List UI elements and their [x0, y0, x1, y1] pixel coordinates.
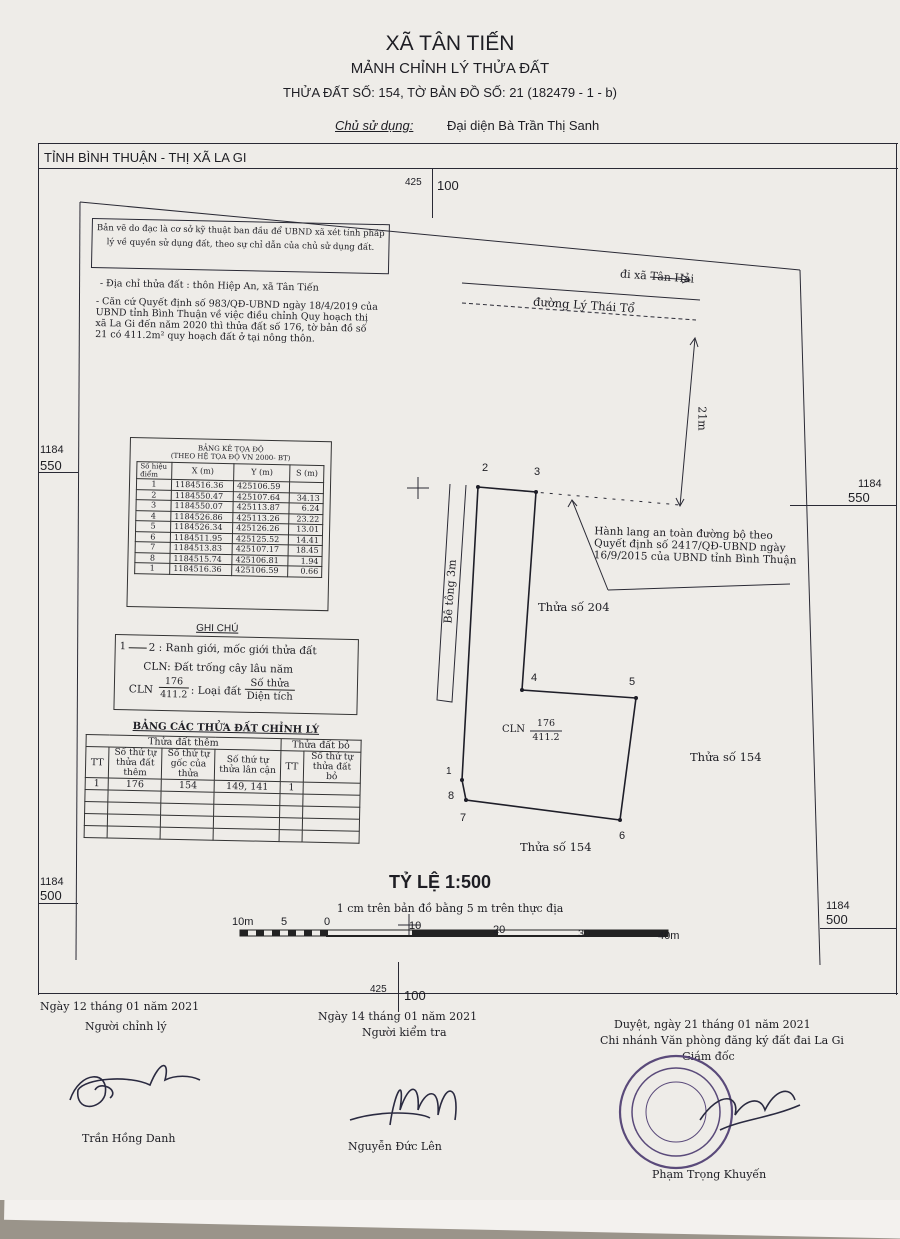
scale-title: TỶ LỆ 1:500: [388, 872, 492, 892]
point-5: 5: [629, 676, 636, 688]
grid-tick-top: [432, 168, 433, 218]
map-frame-lines: [75, 201, 821, 966]
parcel-204-label: Thửa số 204: [538, 600, 610, 614]
point-2: 2: [482, 462, 489, 474]
grid-left-lower-a: 1184: [40, 876, 64, 888]
grid-right-lower-b: 500: [826, 912, 848, 927]
grid-tick-right-lower: [820, 928, 896, 929]
signature-2-scribble: [349, 1088, 457, 1126]
scale-tick-10m: 10m: [232, 916, 254, 928]
point-3: 3: [534, 466, 541, 478]
grid-right-upper-a: 1184: [858, 478, 882, 490]
grid-tick-left-upper: [38, 472, 78, 473]
scale-tick-0: 0: [324, 916, 331, 928]
owner-label: Chủ sử dụng:: [335, 118, 414, 133]
point-7: 7: [460, 812, 467, 824]
signature-1-scribble: [69, 1064, 201, 1108]
map-cln-num: 176: [536, 718, 556, 729]
point-4: 4: [531, 672, 538, 684]
grid-label-bottom-a: 425: [370, 984, 387, 995]
scale-note: 1 cm trên bản đồ bằng 5 m trên thực địa: [336, 902, 564, 915]
grid-left-upper-a: 1184: [40, 444, 64, 456]
frame-left: [38, 143, 39, 995]
grid-left-upper-b: 550: [40, 458, 62, 473]
official-stamp: [618, 1054, 734, 1170]
sign-date-1: Ngày 12 tháng 01 năm 2021: [40, 1000, 200, 1013]
scale-tick-5: 5: [281, 916, 288, 928]
sign-role-2: Người kiểm tra: [362, 1026, 447, 1039]
grid-label-top-a: 425: [405, 177, 422, 188]
grid-label-top-b: 100: [437, 178, 459, 193]
grid-tick-left-lower: [38, 903, 78, 904]
sign-date-3: Duyệt, ngày 21 tháng 01 năm 2021: [614, 1018, 811, 1031]
document-sheet: XÃ TÂN TIẾN MẢNH CHỈNH LÝ THỬA ĐẤT THỬA …: [0, 0, 900, 1200]
grid-label-bottom-b: 100: [404, 988, 426, 1003]
frame-right: [896, 143, 897, 995]
doc-title: MẢNH CHỈNH LÝ THỬA ĐẤT: [350, 60, 550, 77]
sign-name-1: Trần Hồng Danh: [82, 1132, 176, 1145]
sign-role-1: Người chỉnh lý: [85, 1020, 167, 1033]
grid-tick-bottom: [398, 962, 399, 1012]
sign-name-2: Nguyễn Đức Lên: [348, 1140, 442, 1153]
frame-top-outer: [38, 143, 898, 144]
point-1: 1: [446, 766, 452, 777]
grid-tick-right-upper: [790, 505, 896, 506]
grid-right-lower-a: 1184: [826, 900, 850, 912]
sign-date-2: Ngày 14 tháng 01 năm 2021: [318, 1010, 478, 1023]
parcel-line: THỬA ĐẤT SỐ: 154, TỜ BẢN ĐỒ SỐ: 21 (1824…: [283, 85, 617, 100]
province-label: TỈNH BÌNH THUẬN - THỊ XÃ LA GI: [44, 150, 247, 165]
commune-title: XÃ TÂN TIẾN: [385, 32, 515, 55]
sign-office: Chi nhánh Văn phòng đăng ký đất đai La G…: [600, 1034, 844, 1047]
point-8: 8: [448, 790, 455, 802]
parcel-154-right-label: Thửa số 154: [690, 750, 762, 764]
owner-name: Đại diện Bà Trần Thị Sanh: [447, 118, 600, 133]
frame-bottom: [38, 993, 898, 994]
point-6: 6: [619, 830, 626, 842]
grid-left-lower-b: 500: [40, 888, 62, 903]
sign-name-3: Phạm Trọng Khuyến: [652, 1168, 767, 1181]
signature-3-scribble: [699, 1090, 801, 1131]
signature-graphics: [69, 1054, 801, 1170]
map-cln-prefix: CLN: [502, 724, 526, 735]
scale-tick-10: 10: [409, 920, 422, 932]
scale-tick-30: 30: [578, 928, 591, 940]
map-cln-den: 411.2: [532, 732, 560, 743]
parcel-154-bottom-label: Thửa số 154: [520, 840, 592, 854]
frame-top-inner: [38, 168, 898, 169]
scale-tick-20: 20: [493, 924, 506, 936]
scale-tick-40m: 40m: [658, 930, 680, 942]
grid-right-upper-b: 550: [848, 490, 870, 505]
